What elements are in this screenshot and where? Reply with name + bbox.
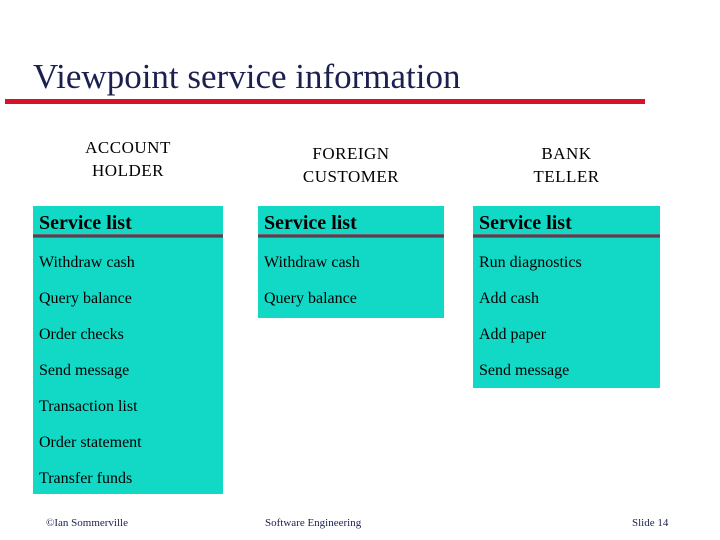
footer-slide-number: Slide 14	[632, 517, 669, 529]
footer-author: ©Ian Sommerville	[46, 517, 128, 529]
service-list-title-account-holder: Service list	[39, 212, 132, 234]
service-list-title-underline	[473, 234, 660, 238]
title-underline-rule	[5, 99, 645, 104]
column-header-line2: CUSTOMER	[302, 167, 400, 186]
column-header-line2: TELLER	[533, 167, 600, 186]
list-item[interactable]: Query balance	[264, 290, 357, 307]
service-list-box-account-holder	[33, 206, 223, 494]
list-item[interactable]: Withdraw cash	[264, 254, 360, 271]
list-item[interactable]: Send message	[479, 362, 570, 379]
column-header-line1: FOREIGN	[312, 144, 390, 163]
service-list-title-underline	[33, 234, 223, 238]
list-item[interactable]: Order statement	[39, 434, 142, 451]
page-title: Viewpoint service information	[33, 57, 461, 96]
column-header-line1: BANK	[541, 144, 592, 163]
list-item[interactable]: Transaction list	[39, 398, 138, 415]
footer-subject: Software Engineering	[265, 517, 362, 529]
column-header-foreign-customer: FOREIGN CUSTOMER	[258, 142, 444, 188]
column-header-line2: HOLDER	[92, 161, 164, 180]
list-item[interactable]: Withdraw cash	[39, 254, 135, 271]
service-list-title-underline	[258, 234, 444, 238]
list-item[interactable]: Send message	[39, 362, 130, 379]
list-item[interactable]: Add cash	[479, 290, 539, 307]
service-list-title-foreign-customer: Service list	[264, 212, 357, 234]
list-item[interactable]: Query balance	[39, 290, 132, 307]
service-list-title-bank-teller: Service list	[479, 212, 572, 234]
column-header-account-holder: ACCOUNT HOLDER	[33, 136, 223, 182]
column-header-line1: ACCOUNT	[85, 138, 171, 157]
service-list-box-foreign-customer	[258, 206, 444, 318]
list-item[interactable]: Run diagnostics	[479, 254, 582, 271]
column-header-bank-teller: BANK TELLER	[473, 142, 660, 188]
list-item[interactable]: Add paper	[479, 326, 547, 343]
list-item[interactable]: Transfer funds	[39, 470, 133, 487]
list-item[interactable]: Order checks	[39, 326, 124, 343]
